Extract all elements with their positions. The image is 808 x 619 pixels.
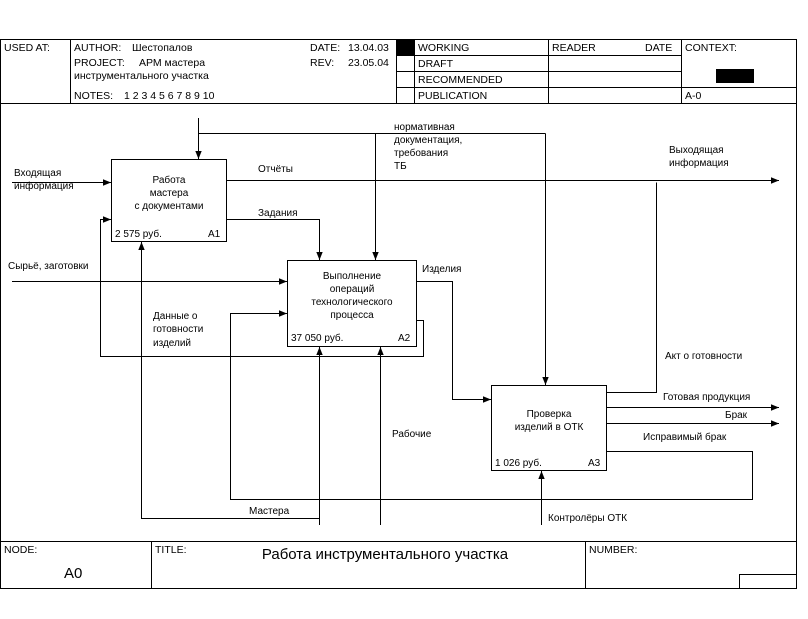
label-products: Изделия: [422, 264, 461, 275]
arrow-readiness-data: [100, 216, 424, 357]
label-output-info-line1: Выходящая: [669, 145, 724, 156]
context-label: CONTEXT:: [685, 42, 737, 54]
label-output-info-line2: информация: [669, 157, 729, 169]
node-value: A0: [64, 565, 82, 582]
notes-value: 1 2 3 4 5 6 7 8 9 10: [124, 90, 215, 102]
box-a2-title-line4: процесса: [330, 310, 374, 321]
arrow-tasks: [227, 219, 323, 260]
box-a1-title-line2: мастера: [150, 188, 189, 199]
status-working: WORKING: [418, 42, 469, 54]
author-label: AUTHOR:: [74, 42, 121, 54]
box-a2-number: A2: [398, 333, 411, 344]
reader-date-label: DATE: [645, 42, 672, 54]
box-a1-title-line3: с документами: [135, 201, 204, 212]
title-label: TITLE:: [155, 544, 187, 556]
reader-label: READER: [552, 42, 596, 54]
box-a3-title-line1: Проверка: [527, 409, 572, 420]
label-fixable-defect: Исправимый брак: [643, 431, 727, 443]
box-a3-title-line2: изделий в ОТК: [515, 422, 584, 433]
arrow-top-control: [195, 118, 549, 385]
arrow-products: [417, 281, 491, 403]
label-norm-line2: документация,: [394, 135, 462, 146]
label-tasks: Задания: [258, 208, 298, 219]
working-status-marker: [397, 40, 414, 55]
footer-frame: [0, 541, 797, 589]
status-recommended: RECOMMENDED: [418, 74, 503, 86]
box-a2-title-line3: технологического: [311, 297, 393, 308]
status-publication: PUBLICATION: [418, 90, 487, 102]
arrow-masters: [138, 242, 323, 525]
label-input-info-line2: информация: [14, 180, 74, 192]
date-value: 13.04.03: [348, 42, 389, 54]
project-label: PROJECT:: [74, 57, 125, 69]
label-masters: Мастера: [249, 506, 290, 517]
label-readiness-data-line3: изделий: [153, 338, 191, 349]
context-diagram-marker: [716, 69, 754, 83]
arrow-fixable-defect: [230, 310, 753, 500]
box-a3-cost: 1 026 руб.: [495, 457, 542, 469]
label-norm-line1: нормативная: [394, 122, 455, 133]
diagram-title: Работа инструментального участка: [262, 546, 509, 563]
box-a1-number: A1: [208, 229, 221, 240]
rev-value: 23.05.04: [348, 57, 389, 69]
box-a1-cost: 2 575 руб.: [115, 228, 162, 240]
label-finished-products: Готовая продукция: [663, 392, 750, 403]
label-readiness-data-line2: готовности: [153, 324, 203, 335]
arrow-ready-act: [607, 182, 657, 393]
context-node: A-0: [685, 90, 702, 102]
label-raw-materials: Сырьё, заготовки: [8, 261, 89, 272]
status-draft: DRAFT: [418, 58, 454, 70]
author-value: Шестопалов: [132, 42, 193, 54]
box-a3-number: A3: [588, 458, 601, 469]
label-workers: Рабочие: [392, 428, 432, 440]
date-label: DATE:: [310, 42, 340, 54]
label-otk-controllers: Контролёры ОТК: [548, 513, 627, 524]
node-label: NODE:: [4, 544, 37, 556]
notes-label: NOTES:: [74, 90, 113, 102]
project-value-line2: инструментального участка: [74, 70, 209, 82]
used-at-label: USED AT:: [4, 42, 50, 54]
function-box-a2[interactable]: Выполнение операций технологического про…: [287, 260, 417, 347]
box-a2-title-line2: операций: [330, 284, 375, 295]
label-ready-act: Акт о готовности: [665, 351, 742, 362]
rev-label: REV:: [310, 57, 334, 69]
number-label: NUMBER:: [589, 544, 637, 556]
label-defect: Брак: [725, 410, 748, 421]
label-reports: Отчёты: [258, 164, 293, 175]
function-box-a1[interactable]: Работа мастера с документами 2 575 руб. …: [111, 159, 227, 242]
box-a1-title-line1: Работа: [153, 174, 186, 186]
label-input-info-line1: Входящая: [14, 168, 61, 179]
project-value-line1: АРМ мастера: [139, 57, 205, 69]
label-readiness-data-line1: Данные о: [153, 311, 198, 322]
box-a2-title-line1: Выполнение: [323, 271, 382, 282]
function-box-a3[interactable]: Проверка изделий в ОТК 1 026 руб. A3: [491, 385, 607, 471]
label-norm-line4: ТБ: [394, 161, 407, 172]
box-a2-cost: 37 050 руб.: [291, 332, 343, 344]
label-norm-line3: требования: [394, 147, 448, 159]
